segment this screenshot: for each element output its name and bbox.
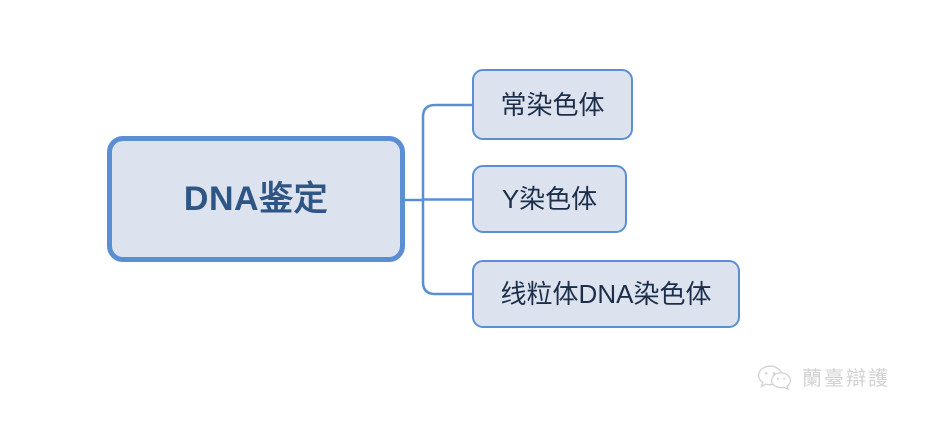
connector-branch-2 [421,200,472,296]
connector-branch-0 [421,103,472,200]
mindmap-child-node-y-chromosome[interactable]: Y染色体 [472,165,627,233]
mindmap-root-node[interactable]: DNA鉴定 [107,136,405,262]
watermark: 蘭臺辯護 [757,364,890,392]
mindmap-root-label: DNA鉴定 [183,180,329,218]
wechat-icon [757,365,792,391]
mindmap-child-node-mitochondrial-dna[interactable]: 线粒体DNA染色体 [472,260,740,328]
mindmap-child-node-autosome[interactable]: 常染色体 [472,69,633,140]
mindmap-child-label: 线粒体DNA染色体 [500,279,712,309]
mindmap-child-label: 常染色体 [500,89,605,120]
mindmap-child-label: Y染色体 [501,184,598,214]
watermark-label: 蘭臺辯護 [802,366,890,390]
